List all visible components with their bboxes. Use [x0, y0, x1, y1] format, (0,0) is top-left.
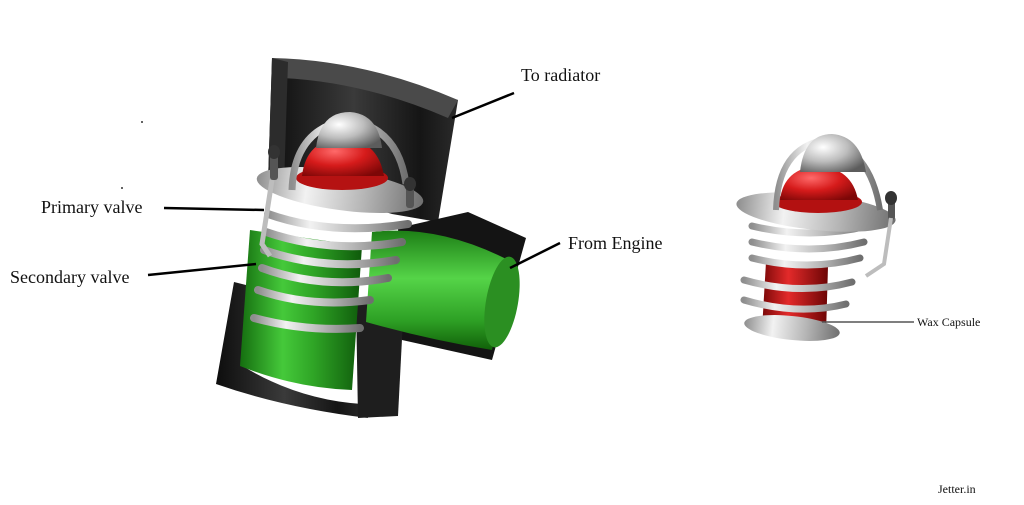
leader-secondary-valve — [147, 262, 257, 277]
green-side-pipe — [366, 230, 512, 350]
label-primary-valve: Primary valve — [41, 197, 143, 217]
valve-pin-left — [270, 152, 278, 180]
thermostat-housing-assembly — [216, 58, 526, 418]
label-wax-capsule: Wax Capsule — [917, 315, 981, 329]
thermostat-standalone — [736, 134, 897, 341]
leader-from-engine — [509, 241, 561, 270]
label-to-radiator: To radiator — [521, 65, 601, 85]
label-from-engine: From Engine — [568, 233, 663, 253]
stray-dot-1 — [141, 121, 143, 123]
valve-pin-left-tip — [268, 145, 280, 159]
upper-housing-rim — [272, 58, 458, 118]
right-guide-rod — [864, 217, 893, 278]
stray-dot-2 — [121, 187, 123, 189]
green-lower-cylinder — [240, 230, 362, 390]
right-spring-coils — [740, 222, 872, 313]
valve-steel-dome — [316, 112, 382, 148]
leader-lines — [147, 91, 561, 277]
right-valve-red-dome — [780, 166, 858, 200]
watermark: Jetter.in — [938, 482, 976, 496]
green-pipe-opening — [484, 256, 520, 348]
wax-capsule-bottom-disc — [744, 315, 840, 341]
right-valve-pin-tip — [885, 191, 897, 205]
leader-to-radiator — [451, 91, 515, 120]
label-secondary-valve: Secondary valve — [10, 267, 130, 287]
left-spring-coils — [250, 210, 412, 333]
lower-housing — [216, 282, 368, 418]
valve-pin-right-tip — [404, 177, 416, 191]
lower-housing-right — [356, 300, 404, 418]
right-valve-steel-dome — [800, 134, 866, 172]
leader-primary-valve — [163, 206, 265, 212]
valve-guide-rod — [259, 179, 275, 258]
